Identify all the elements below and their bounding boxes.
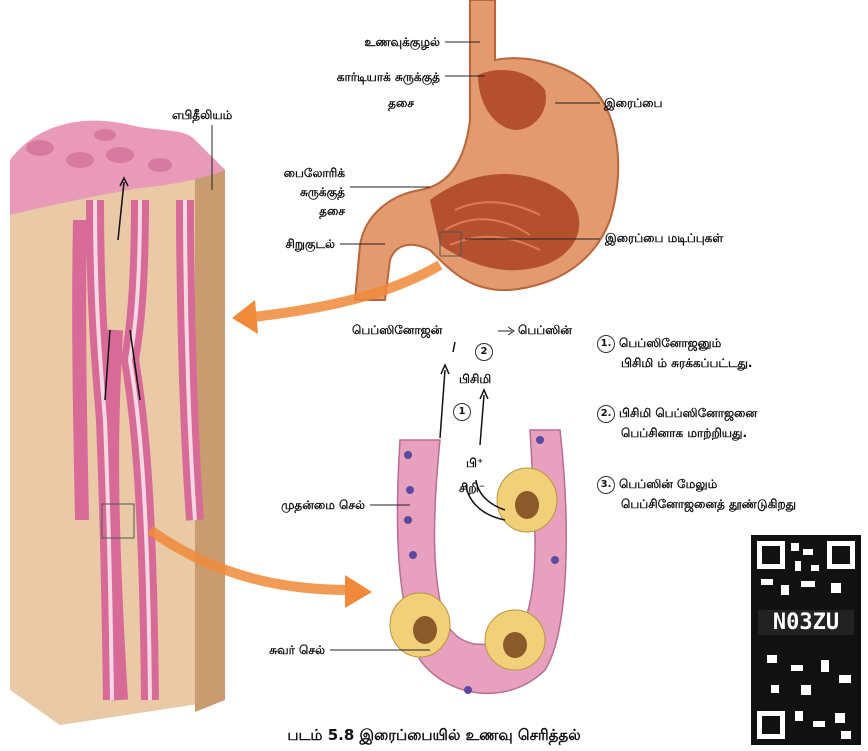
step-2-number: 2. <box>597 405 615 423</box>
pyloric-sphincter-label-2: சுருக்குத் <box>230 185 345 200</box>
epithelium-label: எபிதீலியம் <box>172 108 232 123</box>
oesophagus-label: உணவுக்குழல் <box>300 35 440 50</box>
cardiac-sphincter-label-2: தசை <box>290 96 414 111</box>
pyloric-sphincter-label: பைலோரிக் <box>230 166 345 181</box>
small-intestine-label: சிறுகுடல் <box>230 237 335 252</box>
step-3: 3. பெப்ஸின் மேலும் பெப்சினோஜனைத் தூண்டுகி… <box>597 474 796 514</box>
step-marker-2: 2 <box>475 343 493 361</box>
qr-code[interactable] <box>751 535 861 745</box>
figure-caption: படம் 5.8 இரைப்பையில் உணவு செரித்தல் <box>0 726 868 746</box>
step-2-line-2: பெப்சினாக மாற்றியது. <box>621 426 747 440</box>
step-1-line-2: பிசிமி ம் சுரக்கப்பட்டது. <box>621 356 752 370</box>
gastric-folds-label: இரைப்பை மடிப்புகள் <box>605 231 723 246</box>
cl-ion-label: சிறி⁻ <box>459 481 485 496</box>
chief-cell-label: முதன்மை செல் <box>230 498 365 513</box>
stomach-label: இரைப்பை <box>604 96 662 111</box>
cardiac-sphincter-label: கார்டியாக் சுருக்குத் <box>290 70 440 85</box>
step-2: 2. பிசிமி பெப்ஸினோஜனை பெப்சினாக மாற்றியது… <box>597 403 757 443</box>
pepsinogen-label: பெப்ஸினோஜன் <box>352 323 442 338</box>
parietal-cell-label: சுவர் செல் <box>220 643 325 658</box>
gastric-gland <box>390 342 566 694</box>
gastric-tissue-block <box>10 121 225 725</box>
step-2-line-1: பிசிமி பெப்ஸினோஜனை <box>619 406 757 420</box>
qr-code-text: N03ZU <box>758 610 854 635</box>
zoom-arrow-head-2 <box>345 575 372 608</box>
step-1-line-1: பெப்ஸினோஜனும் <box>619 336 721 350</box>
pyloric-sphincter-label-3: தசை <box>230 204 345 219</box>
step-marker-1: 1 <box>453 403 471 421</box>
zoom-arrow-stomach-to-tissue <box>245 265 440 318</box>
hcl-label: பிசிமி <box>459 372 491 387</box>
step-3-line-2: பெப்சினோஜனைத் தூண்டுகிறது <box>621 497 796 511</box>
qr-pattern <box>751 535 861 745</box>
pepsin-label: பெப்ஸின் <box>518 323 572 338</box>
step-1-number: 1. <box>597 335 615 353</box>
step-3-number: 3. <box>597 476 615 494</box>
step-1: 1. பெப்ஸினோஜனும் பிசிமி ம் சுரக்கப்பட்டது… <box>597 333 752 373</box>
step-3-line-1: பெப்ஸின் மேலும் <box>619 477 717 491</box>
zoom-arrow-head-1 <box>232 300 258 334</box>
h-ion-label: பி⁺ <box>466 456 483 471</box>
